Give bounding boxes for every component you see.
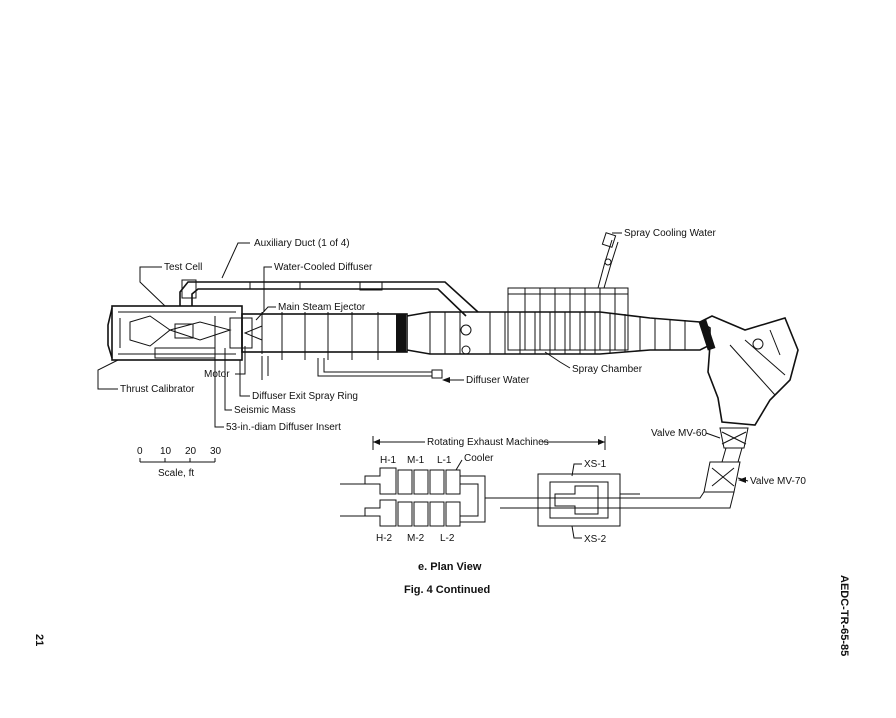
scale-caption: Scale, ft	[158, 468, 194, 479]
report-number: AEDC-TR-65-85	[838, 575, 850, 656]
page-number: 21	[33, 634, 45, 646]
label-xs1: XS-1	[584, 459, 607, 470]
label-motor: Motor	[204, 369, 230, 380]
label-l2: L-2	[440, 533, 455, 544]
test-cell-drawing	[107, 305, 253, 361]
label-diffuser-insert: 53-in.-diam Diffuser Insert	[226, 422, 341, 433]
label-diffuser-water: Diffuser Water	[466, 375, 530, 386]
elbow-and-valves-drawing	[500, 315, 799, 509]
figure-caption: Fig. 4 Continued	[404, 584, 490, 596]
auxiliary-duct-drawing	[179, 279, 479, 317]
scale-labels: 0 10 20 30 Scale, ft	[137, 446, 222, 479]
label-main-steam-ejector: Main Steam Ejector	[278, 302, 366, 313]
diffuser-water-line	[261, 356, 443, 380]
diagram-labels: Auxiliary Duct (1 of 4) Test Cell Water-…	[120, 228, 806, 545]
label-h1: H-1	[380, 455, 397, 466]
label-m1: M-1	[407, 455, 425, 466]
label-spray-cooling-water: Spray Cooling Water	[624, 228, 717, 239]
label-spray-chamber: Spray Chamber	[572, 364, 643, 375]
label-xs2: XS-2	[584, 534, 607, 545]
scale-tick-10: 10	[160, 446, 172, 457]
label-m2: M-2	[407, 533, 425, 544]
subfigure-caption: e. Plan View	[418, 561, 482, 573]
label-seismic-mass: Seismic Mass	[234, 405, 296, 416]
label-test-cell: Test Cell	[164, 262, 202, 273]
spray-chamber-drawing	[406, 287, 711, 355]
label-diffuser-exit-spray-ring: Diffuser Exit Spray Ring	[252, 391, 358, 402]
label-valve-mv70: Valve MV-70	[750, 476, 806, 487]
diffuser-drawing	[241, 312, 408, 360]
label-auxiliary-duct: Auxiliary Duct (1 of 4)	[254, 238, 350, 249]
label-cooler: Cooler	[464, 453, 494, 464]
leader-lines	[97, 232, 749, 539]
spray-cooling-water-pipe	[597, 232, 619, 289]
label-thrust-calibrator: Thrust Calibrator	[120, 384, 195, 395]
label-valve-mv60: Valve MV-60	[651, 428, 707, 439]
scale-bar	[139, 458, 216, 463]
rotating-exhaust-machines-drawing	[340, 436, 640, 527]
label-water-cooled-diffuser: Water-Cooled Diffuser	[274, 262, 373, 273]
scale-tick-30: 30	[210, 446, 222, 457]
label-l1: L-1	[437, 455, 452, 466]
scale-tick-0: 0	[137, 446, 143, 457]
scale-tick-20: 20	[185, 446, 197, 457]
label-h2: H-2	[376, 533, 393, 544]
label-rotating-exhaust-machines: Rotating Exhaust Machines	[427, 437, 549, 448]
